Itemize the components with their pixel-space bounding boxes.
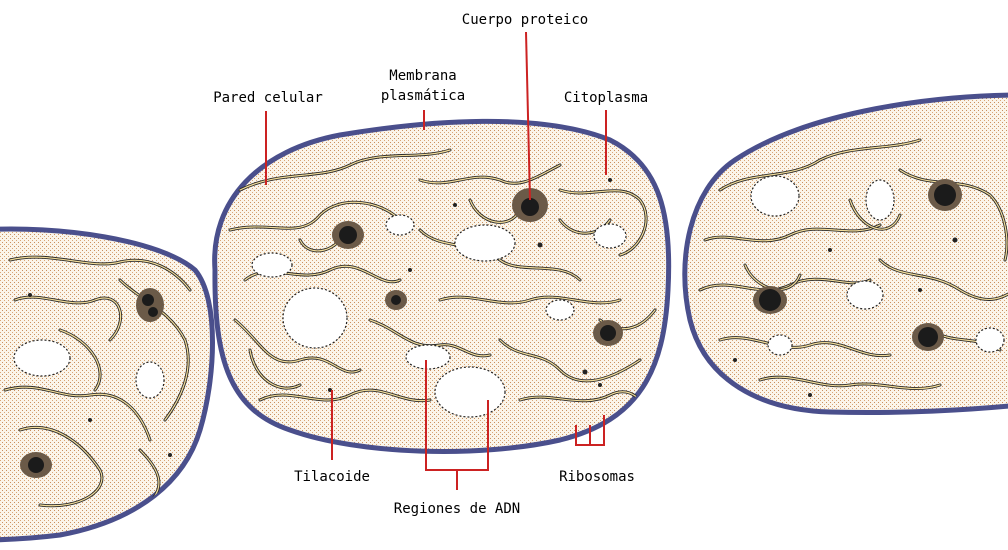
label-membrana-line2: plasmática bbox=[381, 88, 465, 104]
left-cell bbox=[0, 229, 213, 540]
label-ribosomas: Ribosomas bbox=[559, 469, 635, 485]
label-citoplasma: Citoplasma bbox=[564, 90, 648, 106]
label-cuerpo-proteico: Cuerpo proteico bbox=[462, 12, 588, 28]
label-regiones-adn: Regiones de ADN bbox=[394, 501, 520, 517]
label-pared-celular: Pared celular bbox=[213, 90, 323, 106]
label-tilacoide: Tilacoide bbox=[294, 469, 370, 485]
right-cell bbox=[685, 95, 1008, 413]
label-membrana-line1: Membrana bbox=[389, 68, 456, 84]
center-cell bbox=[215, 121, 669, 451]
